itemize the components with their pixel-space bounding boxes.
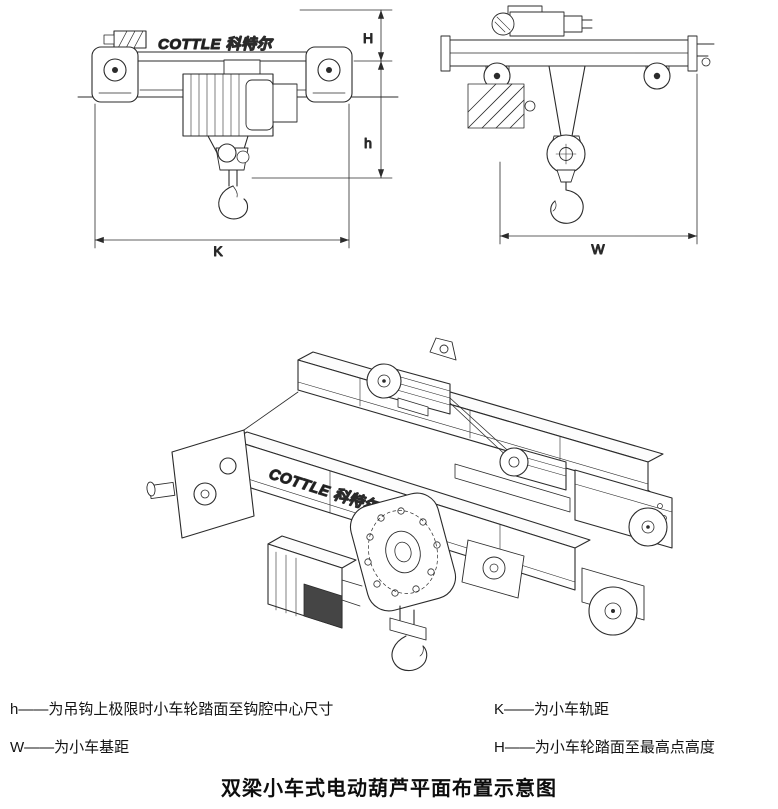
buffer-stop: [103, 30, 147, 49]
iso-drum-flange: [349, 492, 457, 612]
dim-label-wheelbase: W: [591, 241, 605, 257]
end-rope-drum: [467, 83, 536, 129]
end-view-drawing: W: [440, 5, 715, 258]
iso-lower-right-wheel: [581, 567, 645, 636]
iso-drive-shaft: [449, 397, 517, 459]
iso-hoist-motor-box: [267, 535, 363, 629]
iso-right-end-carriage: [574, 469, 673, 549]
side-right-wheel: [305, 46, 353, 103]
page-title: 双梁小车式电动葫芦平面布置示意图: [221, 778, 557, 800]
legend-item-wheelbase-dim: W——为小车基距: [10, 739, 130, 756]
iso-end-plate-hole: [461, 539, 525, 599]
end-dimensions: [499, 73, 698, 245]
iso-drive-shaft-2: [449, 402, 514, 463]
end-beam: [440, 35, 715, 72]
iso-left-end-carriage: [146, 391, 299, 539]
iso-hook: [389, 605, 428, 672]
technical-drawings: COTTLE 科特尔: [77, 5, 715, 672]
dim-label-hook: h: [364, 135, 372, 151]
legend-item-height-dim: H——为小车轮踏面至最高点高度: [494, 739, 715, 756]
iso-cross-deck: [454, 463, 571, 513]
side-left-wheel: [91, 46, 139, 103]
end-hook-block: [546, 65, 586, 224]
end-wheels: [483, 62, 671, 90]
end-top-motor: [491, 5, 593, 37]
legend-item-hook-dim: h——为吊钩上极限时小车轮踏面至钩腔中心尺寸: [10, 701, 334, 718]
brand-logo-side: COTTLE 科特尔: [158, 36, 275, 53]
side-hoist-body: [182, 59, 298, 137]
iso-top-motor: [366, 363, 451, 417]
dim-label-height: H: [363, 30, 373, 46]
side-dimensions: [94, 9, 393, 249]
side-view-drawing: COTTLE 科特尔: [77, 9, 399, 260]
iso-lifting-lug: [429, 337, 457, 361]
legend-item-gauge-dim: K——为小车轨距: [494, 701, 610, 718]
dim-label-gauge: K: [213, 243, 223, 259]
isometric-view-drawing: COTTLE 科特尔: [146, 337, 673, 672]
iso-right-motor: [499, 447, 567, 491]
side-hook-block: [207, 135, 250, 220]
